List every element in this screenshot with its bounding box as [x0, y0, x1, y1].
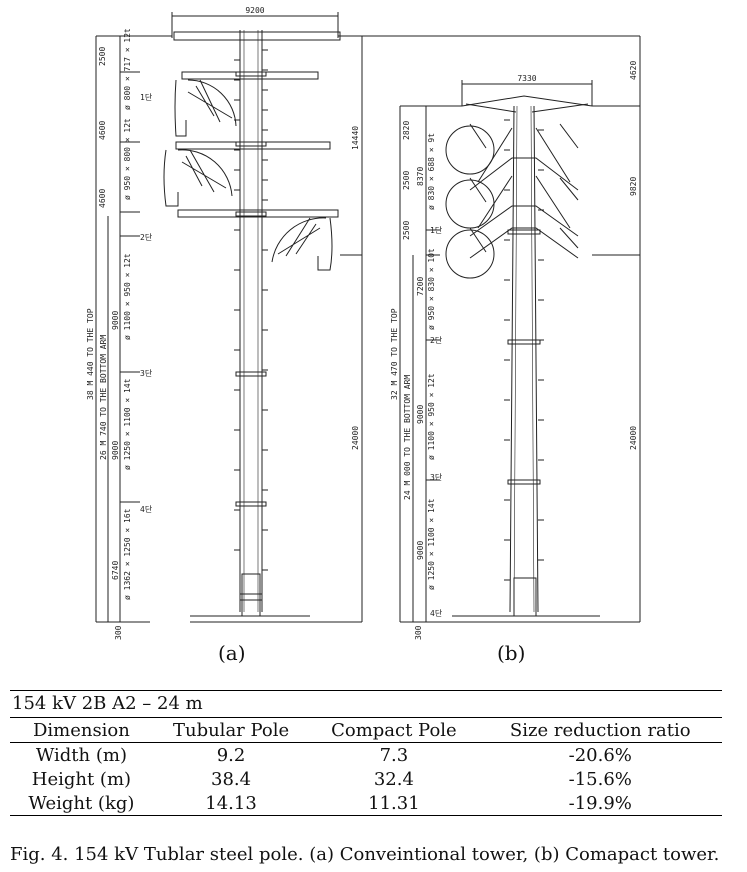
tower-a-arm-spacing-3: 4600: [98, 189, 107, 208]
tower-b-total-height: 32 M 470 TO THE TOP: [390, 308, 399, 400]
tower-b-section-3: 9000: [416, 405, 425, 424]
cell-width-label: Width (m): [35, 744, 127, 766]
cell-height-tubular: 38.4: [211, 768, 252, 790]
cell-width-tubular: 9.2: [216, 744, 246, 766]
panel-a-label: (a): [218, 641, 246, 665]
tower-b-section-1: 8370: [416, 167, 425, 186]
tower-a-joint-4: 4단: [140, 504, 153, 514]
table-top-rule: [10, 690, 722, 691]
tower-b-joint-3: 3단: [430, 472, 443, 482]
cell-height-label: Height (m): [31, 768, 132, 790]
table-caption: 154 kV 2B A2 – 24 m: [12, 693, 203, 714]
figure-caption: Fig. 4. 154 kV Tublar steel pole. (a) Co…: [10, 844, 720, 865]
tower-b-top-width: 7330: [517, 74, 536, 83]
comparison-table-block: 154 kV 2B A2 – 24 m Dimension Tubular Po…: [10, 690, 722, 816]
cell-weight-ratio: -19.9%: [478, 791, 722, 816]
tower-a-joint-3: 3단: [140, 368, 153, 378]
tower-a-spec-2: ø 950 × 800 × 12t: [123, 118, 132, 200]
tower-b-drawing: [360, 35, 641, 623]
cell-width-compact: 7.3: [379, 744, 409, 766]
cell-weight-compact: 11.31: [309, 791, 479, 816]
tower-a-labels: 9200 2500 4600 4600 38 M 440 TO THE TOP …: [86, 6, 360, 640]
tower-b-right-mid-dim: 9820: [629, 177, 638, 196]
tower-b-joint-1: 1단: [430, 225, 443, 235]
tower-a-spec-1: ø 800 × 717 × 12t: [123, 28, 132, 110]
tower-b-bottom-arm: 24 M 000 TO THE BOTTOM ARM: [403, 375, 412, 500]
tower-b-arm-spacing-3: 2500: [402, 221, 411, 240]
comparison-table: Dimension Tubular Pole Compact Pole Size…: [10, 718, 722, 816]
tower-a-base-dim: 300: [114, 625, 123, 640]
header-dimension: Dimension: [10, 718, 153, 743]
tower-a-spec-4: ø 1250 × 1100 × 14t: [123, 378, 132, 470]
tower-b-spec-3: ø 1100 × 950 × 12t: [427, 373, 436, 460]
table-header-row: Dimension Tubular Pole Compact Pole Size…: [10, 718, 722, 743]
tower-b-bottom-dim: 24000: [629, 426, 638, 450]
cell-width-ratio: -20.6%: [568, 744, 632, 766]
tower-a-total-height: 38 M 440 TO THE TOP: [86, 308, 95, 400]
tower-a-section-3: 6740: [111, 561, 120, 580]
tower-a-joint-2: 2단: [140, 232, 153, 242]
table-caption-rule: [10, 717, 722, 718]
tower-a-joint-1: 1단: [140, 92, 153, 102]
tower-b-spec-4: ø 1250 × 1100 × 14t: [427, 498, 436, 590]
tower-b-spec-1: ø 830 × 688 × 9t: [427, 133, 436, 210]
tower-a-section-1: 9000: [111, 311, 120, 330]
tower-b-top-dim: 4620: [629, 61, 638, 80]
header-compact-pole: Compact Pole: [309, 718, 479, 743]
cell-weight-tubular: 14.13: [152, 791, 310, 816]
tower-a-section-2: 9000: [111, 441, 120, 460]
panel-b-label: (b): [497, 641, 526, 665]
tower-b-labels: 7330 4620 9820 24000 2820 2500 2500 32 M…: [390, 61, 638, 640]
table-row: Height (m) 38.4 32.4 -15.6%: [10, 767, 722, 791]
tower-a-spec-5: ø 1362 × 1250 × 16t: [123, 508, 132, 600]
tower-a-bottom-arm: 26 M 740 TO THE BOTTOM ARM: [99, 335, 108, 460]
table-row: Width (m) 9.2 7.3 -20.6%: [10, 743, 722, 768]
tower-a-arm-spacing-2: 4600: [98, 121, 107, 140]
tower-b-joint-2: 2단: [430, 335, 443, 345]
cell-weight-label: Weight (kg): [10, 791, 153, 816]
cell-height-compact: 32.4: [373, 768, 414, 790]
tower-b-joint-4: 4단: [430, 608, 443, 618]
tower-a-drawing: [95, 12, 363, 623]
tower-a-bottom-dim: 24000: [351, 426, 360, 450]
figure-drawing: 9200 2500 4600 4600 38 M 440 TO THE TOP …: [86, 6, 641, 665]
tower-b-section-2: 7200: [416, 277, 425, 296]
header-tubular-pole: Tubular Pole: [152, 718, 310, 743]
header-size-reduction-ratio: Size reduction ratio: [478, 718, 722, 743]
tower-a-top-width: 9200: [245, 6, 264, 15]
tower-b-arm-spacing-1: 2820: [402, 121, 411, 140]
tower-b-section-4: 9000: [416, 541, 425, 560]
tower-b-arm-spacing-2: 2500: [402, 171, 411, 190]
tower-b-base-dim: 300: [414, 625, 423, 640]
table-row: Weight (kg) 14.13 11.31 -19.9%: [10, 791, 722, 816]
tower-a-arm-spacing-1: 2500: [98, 47, 107, 66]
tower-b-spec-2: ø 950 × 830 × 10t: [427, 248, 436, 330]
tower-a-right-dim: 14440: [351, 126, 360, 150]
cell-height-ratio: -15.6%: [568, 768, 632, 790]
tower-a-spec-3: ø 1100 × 950 × 12t: [123, 253, 132, 340]
